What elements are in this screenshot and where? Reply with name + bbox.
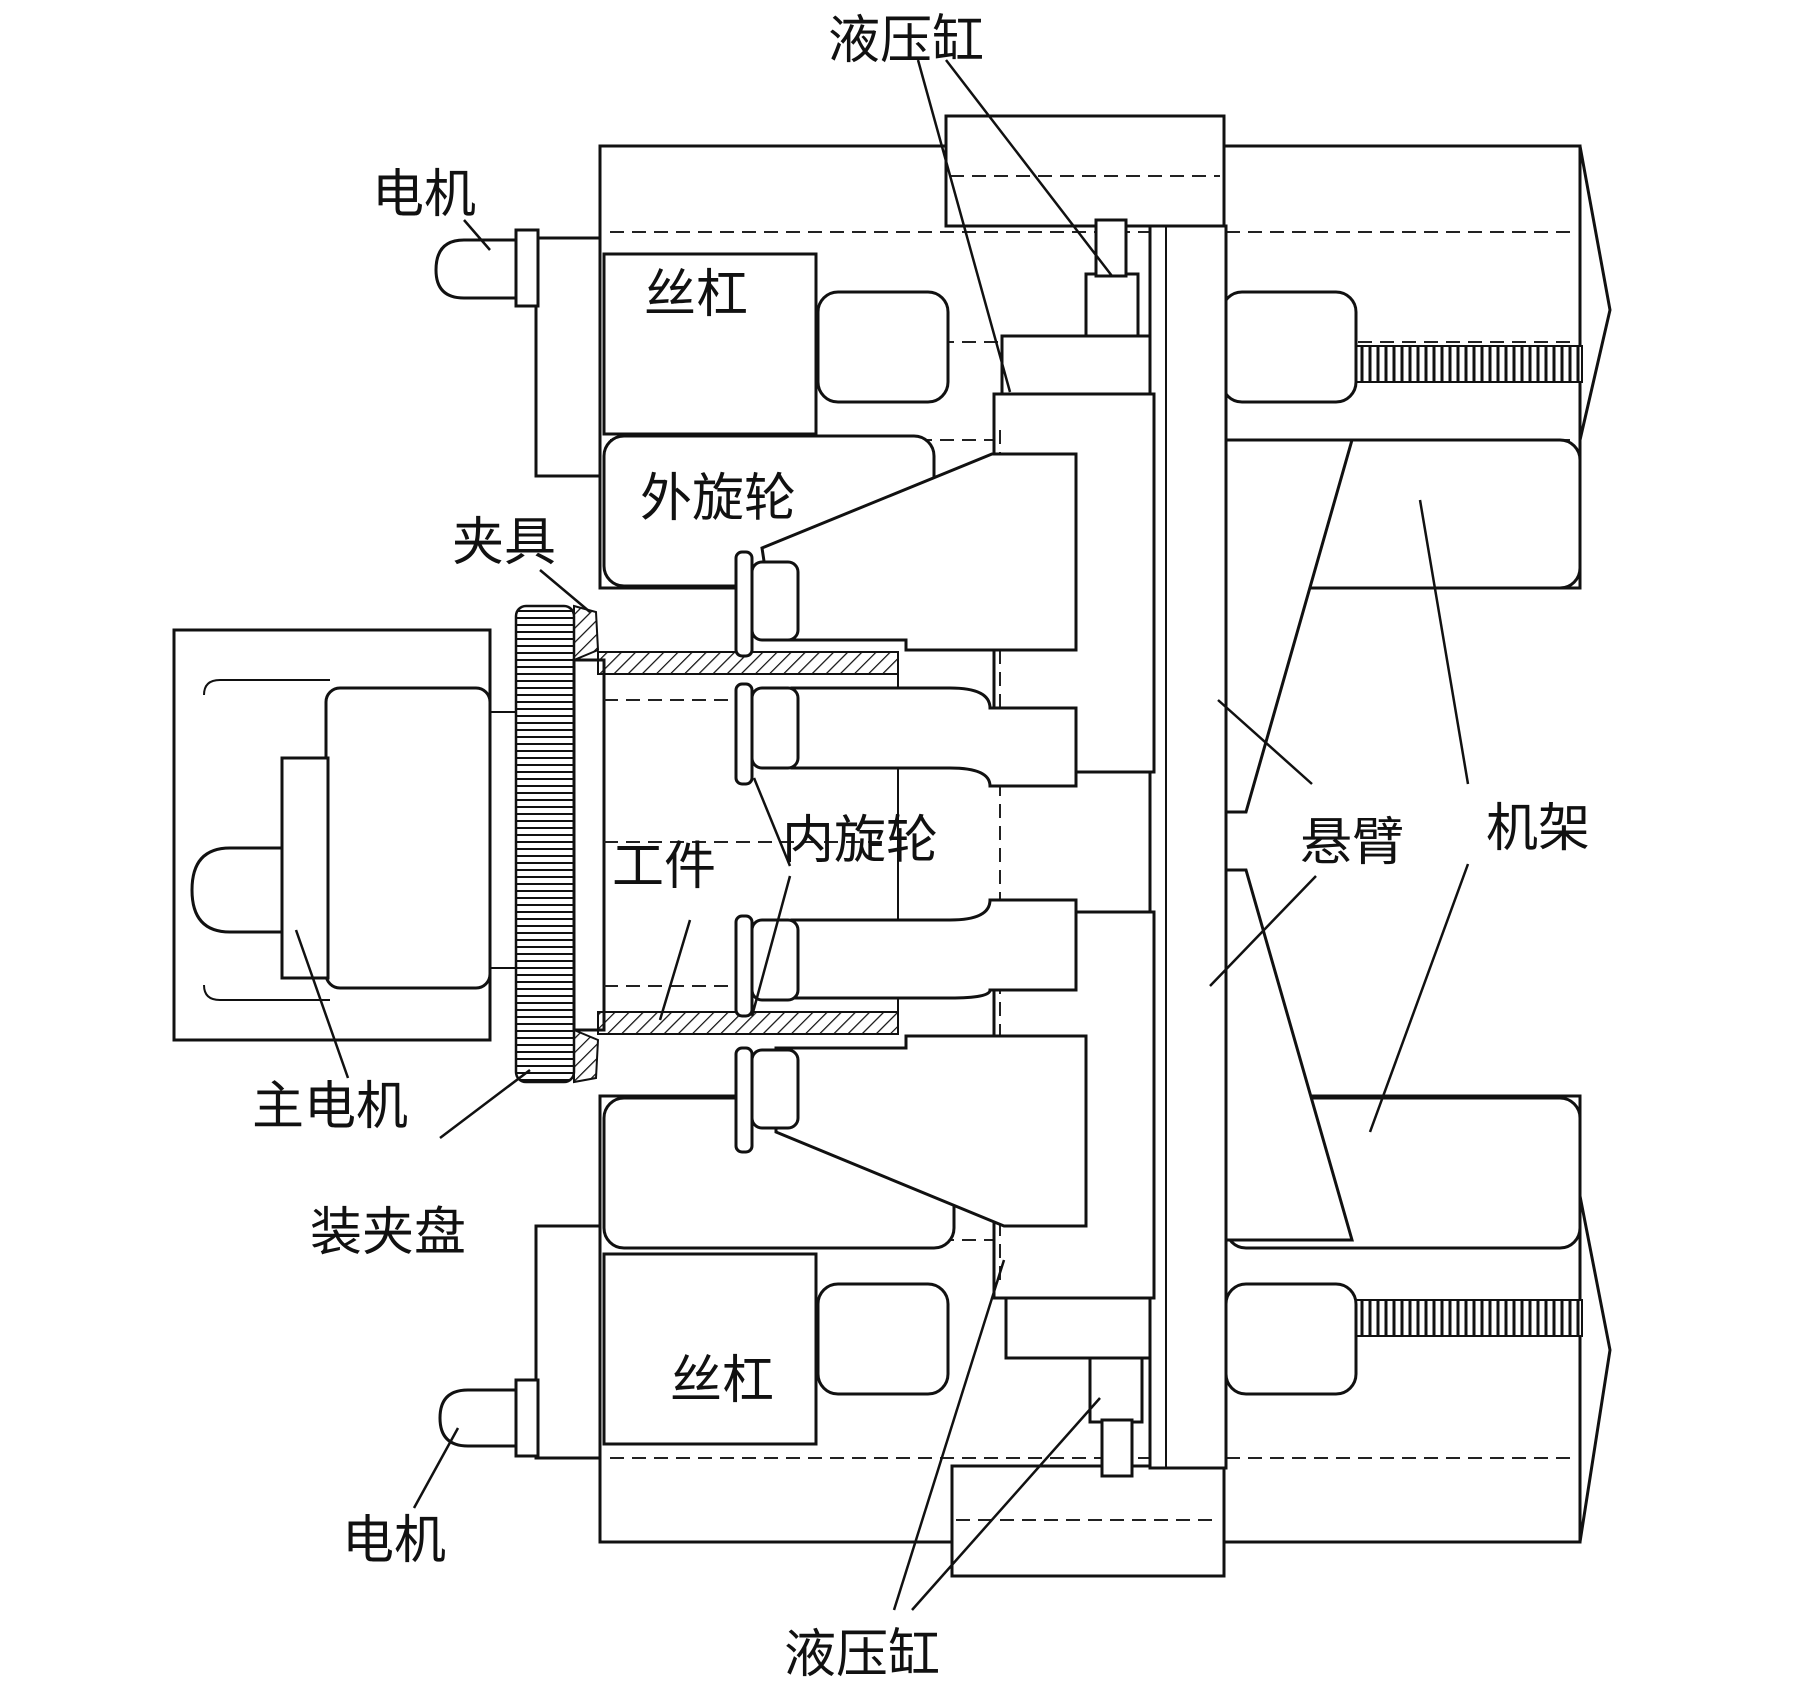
outer-roller-top-disc: [734, 550, 754, 658]
outer-roller-top-hub: [750, 560, 800, 642]
bottom-lead-screw-right: [1351, 1299, 1583, 1337]
main-motor-assembly: [172, 628, 520, 1042]
main-motor-plate: [280, 756, 330, 980]
main-motor-shaft-end: [190, 846, 284, 934]
top-hydraulic-cylinder: [1084, 272, 1140, 338]
chuck-assembly: [514, 604, 606, 1084]
cantilever-top-arm: [1224, 438, 1354, 814]
label-hydraulic-cylinder-bottom: 液压缸: [784, 1625, 940, 1685]
label-workpiece: 工件: [612, 837, 716, 897]
label-motor-top: 电机: [372, 165, 476, 225]
cantilever-bottom-arm: [1224, 868, 1354, 1242]
cantilever: [760, 224, 1354, 1470]
bottom-nut-right: [1224, 1282, 1358, 1396]
inner-roller-bottom-disc: [734, 914, 754, 1018]
label-motor-bottom: 电机: [342, 1511, 446, 1571]
top-frame: [434, 114, 1612, 590]
top-hydraulic-rod: [1094, 218, 1128, 278]
bottom-hydraulic-cylinder: [1088, 1354, 1144, 1424]
inner-roller-arm-bottom: [790, 898, 1078, 1000]
label-chuck: 装夹盘: [310, 1203, 466, 1263]
inner-roller-arm-top: [790, 686, 1078, 788]
top-frame-inner-upper: [602, 252, 818, 436]
label-fixture: 夹具: [452, 513, 556, 573]
label-hydraulic-cylinder-top: 液压缸: [828, 11, 984, 71]
label-lead-screw-top: 丝杠: [644, 265, 748, 325]
chuck-disc: [514, 604, 576, 1084]
bottom-lead-screw-nut: [816, 1282, 950, 1396]
labels: 液压缸 电机 丝杠 外旋轮 夹具 内旋轮 工件 悬臂 机架 主电机 装夹盘 丝杠…: [252, 11, 1590, 1685]
bottom-motor-mount: [534, 1224, 602, 1460]
cantilever-column: [1148, 224, 1228, 1470]
label-cantilever: 悬臂: [1300, 813, 1404, 873]
fixture-bottom-clamp: [573, 1028, 600, 1084]
label-inner-spinning-wheel: 内旋轮: [782, 811, 938, 871]
inner-roller-bottom-hub: [750, 918, 800, 1002]
bottom-slide-block: [1004, 1294, 1158, 1360]
fixture-top-clamp: [573, 604, 600, 662]
bottom-hydraulic-rod: [1100, 1418, 1134, 1478]
outer-wheel-holder-bottom: [774, 1034, 1088, 1228]
outer-roller-bottom-hub: [750, 1048, 800, 1130]
spinning-rollers: [734, 550, 1078, 1154]
label-lead-screw-bottom: 丝杠: [670, 1351, 774, 1411]
main-motor-body: [324, 686, 492, 990]
bottom-frame-inner-lower: [602, 1252, 818, 1446]
outer-wheel-holder-top: [760, 452, 1078, 652]
inner-roller-top-disc: [734, 682, 754, 786]
top-motor-mount: [534, 236, 602, 478]
top-motor: [434, 238, 518, 300]
label-frame: 机架: [1486, 799, 1590, 859]
bottom-motor-plate: [514, 1378, 540, 1458]
label-outer-spinning-wheel: 外旋轮: [640, 469, 796, 529]
top-nut-right: [1220, 290, 1358, 404]
top-hydraulic-block: [944, 114, 1226, 228]
label-main-motor: 主电机: [252, 1077, 408, 1137]
bottom-motor: [438, 1388, 518, 1448]
leader-lines: [294, 59, 1470, 1611]
top-slide-block: [1000, 334, 1154, 396]
inner-roller-top-hub: [750, 686, 800, 770]
top-motor-plate: [514, 228, 540, 308]
top-lead-screw-right: [1351, 345, 1583, 383]
top-lead-screw-nut: [816, 290, 950, 404]
outer-roller-bottom-disc: [734, 1046, 754, 1154]
chuck-hub: [572, 658, 606, 1032]
